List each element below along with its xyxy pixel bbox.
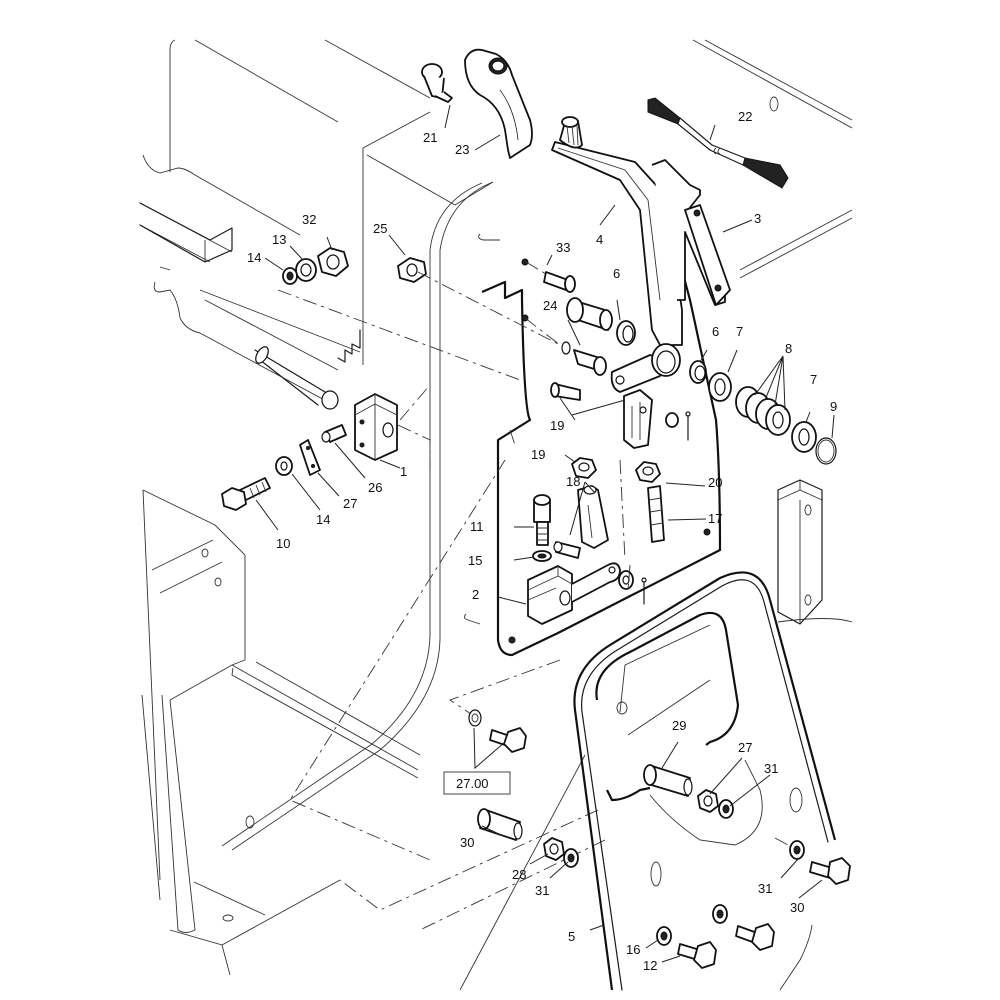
callout-20: 21 [423,130,437,145]
callout-32: 32 [302,212,316,227]
callout-33: 33 [556,240,570,255]
callout-19-right: 20 [708,475,722,490]
callout-4: 4 [596,232,603,247]
callout-7-left: 7 [736,324,743,339]
callout-6-upper: 6 [613,266,620,281]
callout-27-upper: 27 [738,740,752,755]
callout-24: 25 [373,221,387,236]
panel-5 [468,571,851,991]
cab-frame-structure [139,39,853,976]
callout-22: 23 [455,142,469,157]
leader-lines [255,104,835,963]
callout-labels: 21 23 22 3 4 33 6 24 6 7 8 7 9 32 13 14 … [247,109,837,973]
callout-3: 3 [754,211,761,226]
callout-21: 22 [738,109,752,124]
switch-20 [421,63,453,103]
callout-8: 8 [785,341,792,356]
lever-grip [559,116,583,149]
callout-29: 30 [460,835,474,850]
callout-23: 24 [543,298,557,313]
wiring-harness-21 [647,97,789,189]
callout-5: 5 [568,929,575,944]
knob-22 [464,48,533,159]
reference-box[interactable]: 27.00 [443,771,511,795]
callout-31-lower-right: 31 [758,881,772,896]
callout-12: 12 [643,958,657,973]
callout-10: 10 [276,536,290,551]
callout-13: 13 [272,232,286,247]
callout-18: 19 [550,418,564,433]
callout-19-left: 19 [531,447,545,462]
callout-9: 9 [830,399,837,414]
callout-16: 17 [708,511,722,526]
left-linkage [221,247,561,511]
callout-31-upper: 31 [764,761,778,776]
callout-1: 1 [400,464,407,479]
callout-7-right: 7 [810,372,817,387]
callout-25: 26 [368,480,382,495]
callout-14-lower: 14 [316,512,330,527]
centre-parts [527,457,665,625]
callout-15-upper: 15 [468,553,482,568]
callout-11: 11 [470,519,484,534]
callout-2: 2 [472,587,479,602]
callout-14-upper: 14 [247,250,261,265]
callout-28: 29 [672,718,686,733]
callout-6-right: 6 [712,324,719,339]
callout-15-lower: 16 [626,942,640,957]
mounting-plate [463,233,722,657]
callout-26: 27 [343,496,357,511]
lever-4 [551,116,683,346]
callout-27-lower: 28 [512,867,526,882]
callout-31-lower-left: 31 [535,883,549,898]
reference-box-label[interactable]: 27.00 [456,776,489,791]
callout-17: 18 [566,474,580,489]
bracket-3 [651,159,731,306]
callout-30: 30 [790,900,804,915]
pivot-assembly [524,261,837,465]
